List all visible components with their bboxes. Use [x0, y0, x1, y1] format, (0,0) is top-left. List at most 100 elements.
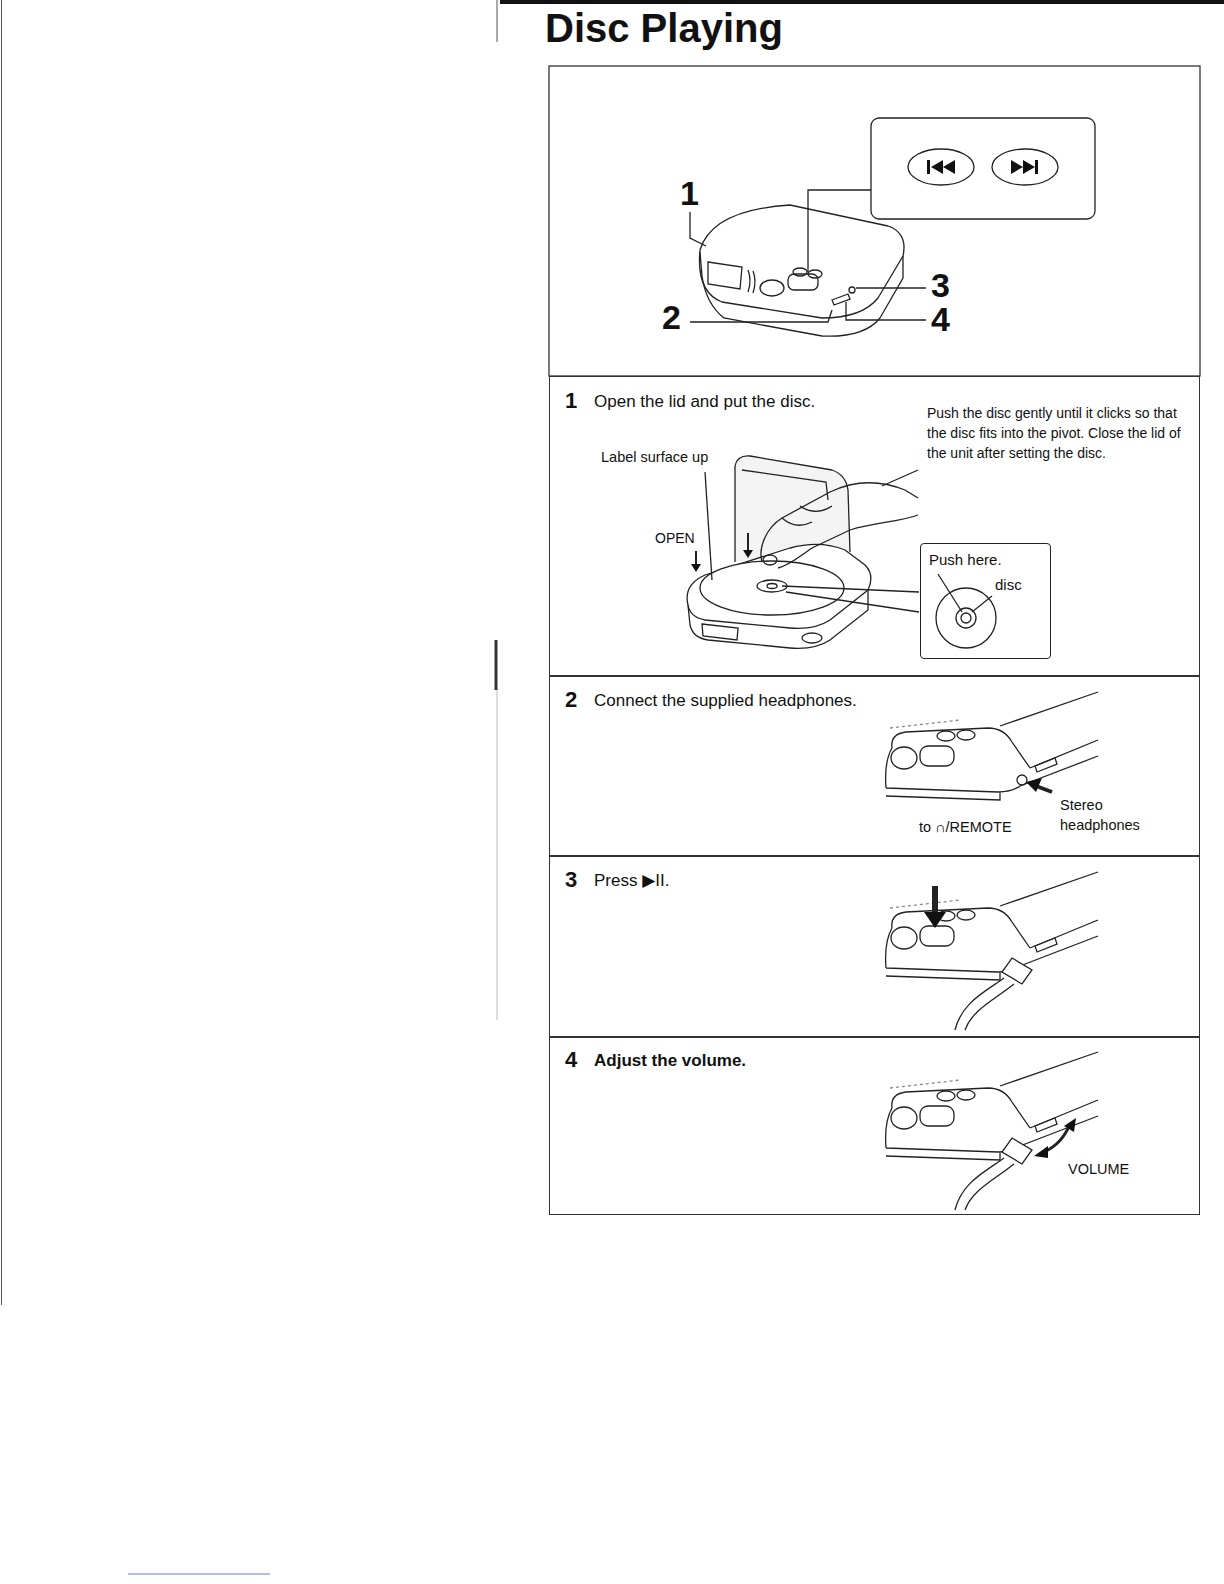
page-edge: [497, 0, 498, 42]
player-button: [920, 1106, 954, 1126]
page-edge: [495, 640, 498, 690]
step-panel: 4Adjust the volume.VOLUME: [549, 1037, 1200, 1215]
leader-line: [846, 302, 926, 320]
player-lid: [742, 470, 828, 500]
player-body: [687, 544, 871, 628]
player-edge: [892, 908, 1030, 948]
player-edge: [892, 728, 1030, 768]
player-volume: [1035, 758, 1057, 772]
plug-arrow: [1026, 778, 1042, 792]
control-label: VOLUME: [1068, 1161, 1129, 1178]
player-button: [760, 280, 784, 296]
volume-arrow: [1034, 1118, 1076, 1158]
hand: [782, 506, 832, 525]
disc-hole: [767, 584, 777, 589]
insert-arrow: [747, 533, 749, 552]
player-edge: [890, 720, 960, 728]
player-button: [957, 910, 975, 920]
step-instruction: Press ▶II.: [594, 871, 669, 891]
leader-line: [690, 310, 832, 322]
player-fragment: [886, 692, 1098, 800]
step-panel: 2 Connect the supplied headphones. to ∩/RE…: [549, 676, 1200, 856]
player-edge: [890, 1080, 960, 1088]
player-edge: [892, 1088, 1030, 1128]
player-button: [891, 747, 917, 769]
prev-button: [908, 149, 974, 185]
page-edge: [497, 690, 498, 1020]
part-label: Label surface up: [601, 449, 708, 466]
press-arrow: [932, 886, 938, 914]
prev-symbol: [931, 160, 955, 174]
player-volume: [1035, 938, 1057, 952]
player-button: [920, 746, 954, 766]
player-volume: [832, 294, 850, 305]
step-panel: 3Press ▶II.: [549, 856, 1200, 1037]
callout-number: 3: [931, 268, 950, 302]
inset-frame: [871, 118, 1095, 219]
player-button: [788, 274, 818, 290]
player-button: [920, 926, 954, 946]
disc-detail: [936, 588, 996, 648]
player-fragment: [886, 1052, 1098, 1210]
next-symbol: [1035, 160, 1038, 174]
player-button: [891, 927, 917, 949]
step-number: 2: [565, 687, 577, 713]
step-instruction: Adjust the volume.: [594, 1051, 746, 1071]
next-symbol: [1011, 160, 1035, 174]
player-fragment: [886, 872, 1098, 1030]
player-mark: [748, 270, 755, 293]
callout-number: 1: [680, 176, 699, 210]
leader-line: [782, 586, 919, 612]
leader-line: [705, 472, 712, 580]
leader-line: [938, 574, 962, 612]
step-instruction: Open the lid and put the disc.: [594, 392, 815, 412]
leader-line: [972, 596, 992, 612]
step-panel: Push here. disc 1 Open the lid and put the …: [549, 376, 1200, 676]
headphone-cable: [955, 1158, 1014, 1210]
player-jack: [1017, 775, 1027, 785]
press-arrow: [924, 912, 946, 928]
press-arrow: [691, 564, 701, 572]
player-edge: [886, 1052, 1098, 1160]
disc-detail: [961, 613, 971, 623]
jack-label: to ∩/REMOTE: [919, 819, 1012, 836]
detail-box: Push here. disc: [920, 543, 1051, 659]
player-button: [793, 268, 807, 276]
press-arrow: [695, 551, 697, 566]
insert-arrow: [743, 550, 753, 558]
top-rule: [500, 0, 1224, 4]
player-button: [808, 270, 822, 278]
detail-text: disc: [995, 576, 1022, 594]
hand: [761, 483, 918, 562]
step-number: 1: [565, 388, 577, 414]
leader-line: [882, 470, 918, 486]
player-edge: [886, 872, 1098, 980]
fingernail: [763, 555, 777, 565]
hand: [778, 515, 918, 568]
player-jack: [849, 287, 855, 293]
note-text: Push the disc gently until it clicks so …: [927, 403, 1192, 463]
headphone-plug: [1002, 958, 1032, 984]
player-edge: [886, 692, 1098, 800]
callout-number: 4: [931, 302, 950, 336]
player-button: [957, 730, 975, 740]
player-volume: [1035, 1118, 1057, 1132]
player-display: [702, 624, 738, 640]
headphone-plug: [1002, 1138, 1032, 1164]
headphone-cable: [955, 978, 1014, 1030]
player-button: [802, 633, 822, 643]
player-edge: [890, 900, 960, 908]
footer-rule: [128, 1574, 270, 1575]
player-button: [937, 1091, 955, 1101]
detail-text: Push here.: [929, 551, 1002, 569]
overview-frame: [549, 66, 1200, 376]
part-label: OPEN: [655, 530, 695, 547]
part-label: Stereo headphones: [1060, 795, 1172, 835]
player-button: [937, 731, 955, 741]
next-button: [992, 149, 1058, 185]
plug-arrow: [1036, 786, 1052, 792]
step-instruction: Connect the supplied headphones.: [594, 691, 857, 711]
page-title: Disc Playing: [545, 6, 783, 51]
